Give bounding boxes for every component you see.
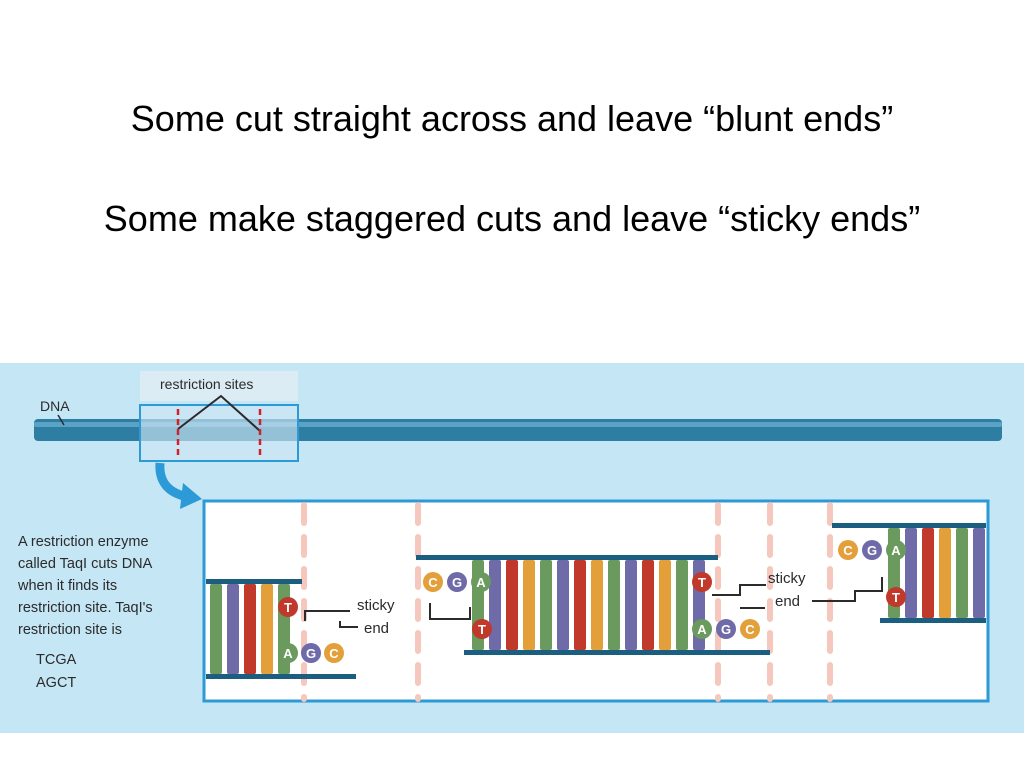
middle-fragment-right-base-1 bbox=[692, 619, 712, 639]
zoom-arrow-head bbox=[180, 483, 202, 509]
right-fragment-top-backbone bbox=[832, 523, 986, 528]
right-fragment-base-3 bbox=[886, 540, 906, 560]
right-fragment-base-pair-2 bbox=[905, 528, 917, 618]
middle-fragment-base-pair-2 bbox=[489, 560, 501, 650]
right-fragment-base-pair-3 bbox=[922, 528, 934, 618]
right-fragment-base-3-letter: A bbox=[891, 543, 901, 558]
middle-fragment-right-base-2 bbox=[716, 619, 736, 639]
middle-fragment-left-base-2 bbox=[447, 572, 467, 592]
middle-fragment-base-pair-10 bbox=[625, 560, 637, 650]
right-fragment-base-pair-4 bbox=[939, 528, 951, 618]
left-fragment-base-pair-4 bbox=[261, 584, 273, 674]
middle-fragment-left-base-2-letter: G bbox=[452, 575, 462, 590]
middle-fragment-right-base-1-letter: A bbox=[697, 622, 707, 637]
left-fragment-base-t-letter: T bbox=[284, 600, 292, 615]
sticky-end-1-label-line1: sticky bbox=[357, 597, 395, 614]
right-fragment-base-1 bbox=[838, 540, 858, 560]
caption-line-6: TCGA bbox=[36, 652, 77, 668]
middle-fragment-bottom-backbone bbox=[464, 650, 770, 655]
dna-label: DNA bbox=[40, 398, 70, 414]
middle-fragment-left-base-3 bbox=[471, 572, 491, 592]
middle-fragment-base-pair-13 bbox=[676, 560, 688, 650]
caption: A restriction enzyme called TaqI cuts DN… bbox=[17, 534, 153, 691]
right-fragment-base-2-letter: G bbox=[867, 543, 877, 558]
dna-label-leader bbox=[57, 414, 65, 426]
middle-fragment-base-pair-8 bbox=[591, 560, 603, 650]
middle-fragment-left-base-3-letter: A bbox=[476, 575, 486, 590]
middle-fragment-right-base-2-letter: G bbox=[721, 622, 731, 637]
middle-fragment-base-pair-12 bbox=[659, 560, 671, 650]
left-fragment-base-3-letter: C bbox=[329, 646, 339, 661]
middle-fragment-right-base-t-letter: T bbox=[698, 575, 706, 590]
sticky-end-1-bracket bbox=[304, 610, 350, 621]
slide-title-line-2: Some make staggered cuts and leave “stic… bbox=[103, 198, 921, 239]
right-fragment-base-1-letter: C bbox=[843, 543, 853, 558]
restriction-sites-label-box bbox=[140, 371, 298, 401]
caption-line-7: AGCT bbox=[36, 675, 76, 691]
middle-fragment-left-base-1 bbox=[423, 572, 443, 592]
sticky-end-2-bracket bbox=[712, 584, 766, 596]
left-fragment-base-pair-2 bbox=[227, 584, 239, 674]
middle-fragment-base-pair-6 bbox=[557, 560, 569, 650]
slide-title-line-1: Some cut straight across and leave “blun… bbox=[130, 98, 894, 139]
left-fragment-bottom-backbone bbox=[206, 674, 356, 679]
middle-fragment-right-base-3-letter: C bbox=[745, 622, 755, 637]
left-fragment-base-2 bbox=[301, 643, 321, 663]
middle-fragment-base-pair-11 bbox=[642, 560, 654, 650]
left-fragment-base-pair-1 bbox=[210, 584, 222, 674]
middle-fragment-base-pair-4 bbox=[523, 560, 535, 650]
middle-fragment-right-base-3 bbox=[740, 619, 760, 639]
caption-line-4: restriction site. TaqI's bbox=[18, 600, 153, 616]
middle-left-bracket bbox=[429, 603, 471, 620]
middle-fragment-top-backbone bbox=[416, 555, 718, 560]
restriction-sites-label: restriction sites bbox=[160, 376, 253, 392]
sticky-end-1-pointer bbox=[339, 621, 358, 628]
sticky-end-2-label-line1: sticky bbox=[768, 570, 806, 587]
right-fragment-base-t bbox=[886, 587, 906, 607]
left-fragment-base-pair-3 bbox=[244, 584, 256, 674]
restriction-site-highlight bbox=[139, 404, 299, 462]
middle-fragment-left-base-t bbox=[472, 619, 492, 639]
left-fragment-base-1-letter: A bbox=[283, 646, 293, 661]
middle-fragment-base-pair-3 bbox=[506, 560, 518, 650]
middle-fragment-right-base-t bbox=[692, 572, 712, 592]
left-fragment-base-t bbox=[278, 597, 298, 617]
right-fragment-base-pair-5 bbox=[956, 528, 968, 618]
left-fragment-base-1 bbox=[278, 643, 298, 663]
right-fragment-base-t-letter: T bbox=[892, 590, 900, 605]
caption-line-5: restriction site is bbox=[18, 622, 122, 638]
middle-fragment-left-base-1-letter: C bbox=[428, 575, 438, 590]
caption-line-1: A restriction enzyme bbox=[18, 534, 149, 550]
middle-fragment-base-pair-9 bbox=[608, 560, 620, 650]
right-fragment-base-2 bbox=[862, 540, 882, 560]
middle-fragment-base-pair-7 bbox=[574, 560, 586, 650]
caption-line-3: when it finds its bbox=[17, 578, 117, 594]
left-fragment-top-backbone bbox=[206, 579, 302, 584]
restriction-sites-pointer bbox=[177, 394, 261, 432]
middle-fragment-base-pair-5 bbox=[540, 560, 552, 650]
sticky-end-2-label-line2: end bbox=[775, 593, 800, 610]
left-fragment-base-2-letter: G bbox=[306, 646, 316, 661]
middle-fragment-left-base-t-letter: T bbox=[478, 622, 486, 637]
sticky-end-1-label-line2: end bbox=[364, 620, 389, 637]
right-fragment-bracket bbox=[812, 577, 883, 602]
right-fragment-base-pair-6 bbox=[973, 528, 985, 618]
caption-line-2: called TaqI cuts DNA bbox=[18, 556, 153, 572]
left-fragment-base-3 bbox=[324, 643, 344, 663]
right-fragment-bottom-backbone bbox=[880, 618, 986, 623]
